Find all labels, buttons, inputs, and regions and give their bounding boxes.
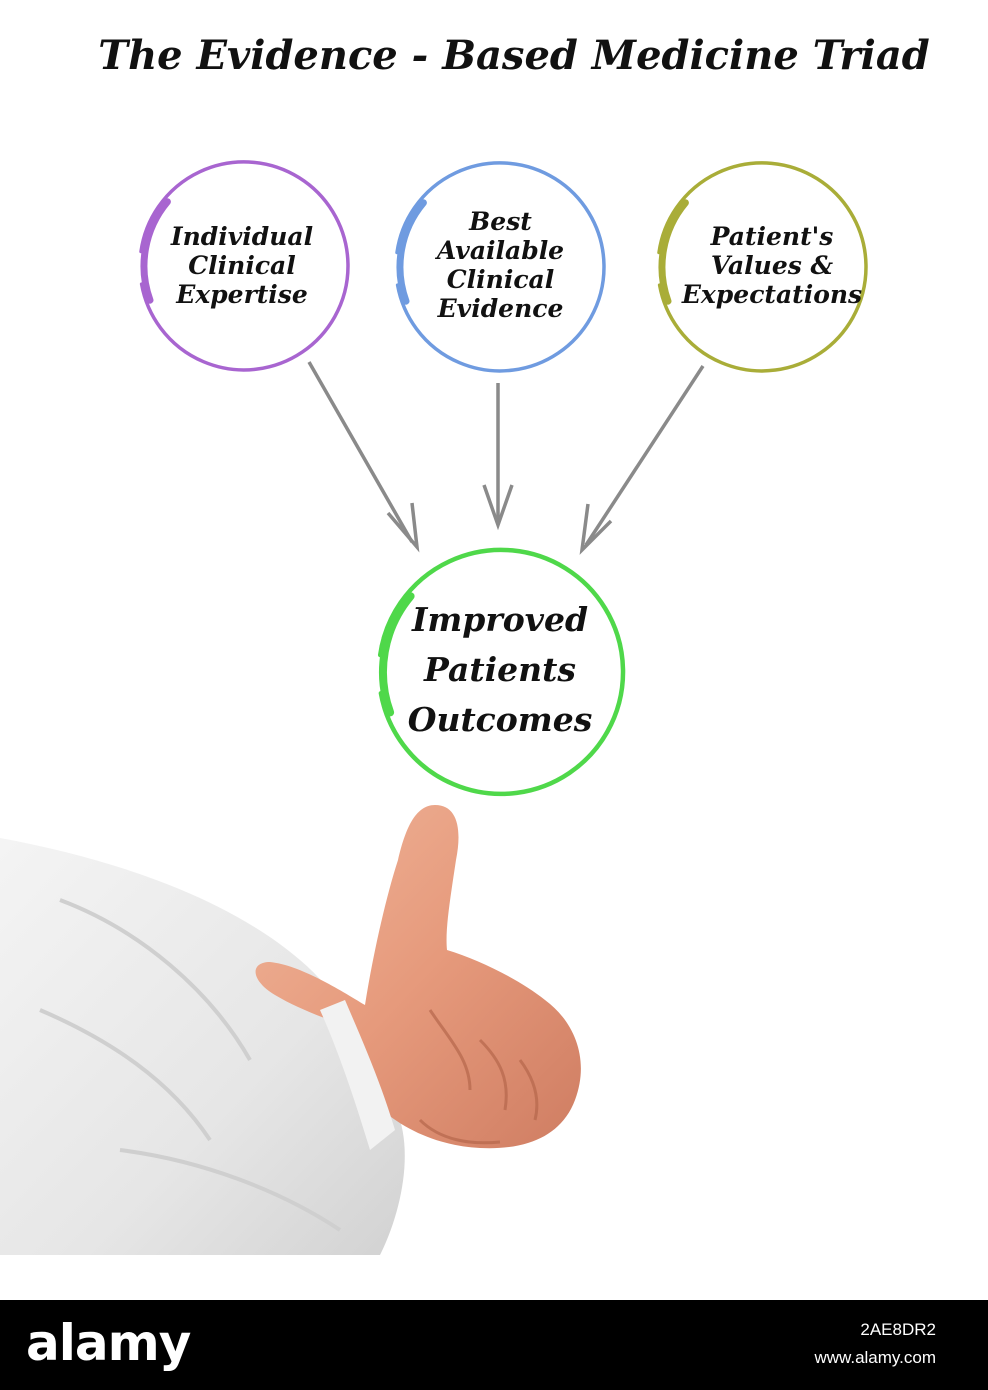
label-line: Patient's: [710, 221, 834, 251]
label-line: Evidence: [437, 294, 564, 323]
arrow-left: [307, 361, 414, 543]
label-patients-values-expectations: Patient's Values & Expectations: [672, 205, 872, 325]
label-individual-clinical-expertise: Individual Clinical Expertise: [152, 205, 332, 325]
label-line: Clinical: [188, 250, 296, 280]
label-line: Patients: [424, 650, 576, 689]
watermark-footer: alamy 2AE8DR2 www.alamy.com: [0, 1300, 988, 1390]
knuckle-lines: [418, 1009, 539, 1145]
alamy-logo: alamy: [26, 1314, 191, 1372]
circle-patients-values-expectations: [657, 161, 868, 373]
triad-diagram: [0, 160, 868, 1255]
shirt-sleeve: [0, 838, 405, 1255]
footer-url[interactable]: www.alamy.com: [814, 1348, 936, 1367]
label-line: Expectations: [681, 279, 863, 309]
hand: [255, 805, 581, 1149]
cuff: [320, 1000, 395, 1150]
label-line: Individual: [170, 221, 314, 251]
arrowhead-middle: [482, 484, 514, 531]
diagram-title: The Evidence - Based Medicine Triad: [98, 32, 930, 79]
pointing-hand-photo: [0, 805, 581, 1255]
label-line: Clinical: [446, 265, 555, 294]
arrowhead-left: [386, 502, 420, 553]
label-line: Outcomes: [407, 700, 593, 739]
arrowhead-right: [579, 503, 613, 555]
image-id: 2AE8DR2: [860, 1320, 936, 1339]
arrow-right: [584, 365, 705, 546]
label-line: Improved: [411, 600, 589, 639]
circle-improved-patients-outcomes: [377, 547, 626, 797]
label-best-available-clinical-evidence: Best Available Clinical Evidence: [408, 200, 593, 330]
sleeve-fold: [39, 898, 342, 1232]
label-line: Expertise: [176, 279, 308, 309]
label-line: Available: [436, 236, 565, 265]
label-improved-patients-outcomes: Improved Patients Outcomes: [390, 590, 610, 750]
circle-best-available-clinical-evidence: [395, 161, 606, 373]
label-line: Values &: [710, 250, 834, 280]
label-line: Best: [469, 207, 532, 236]
arrows: [307, 361, 705, 555]
circle-individual-clinical-expertise: [139, 160, 350, 372]
